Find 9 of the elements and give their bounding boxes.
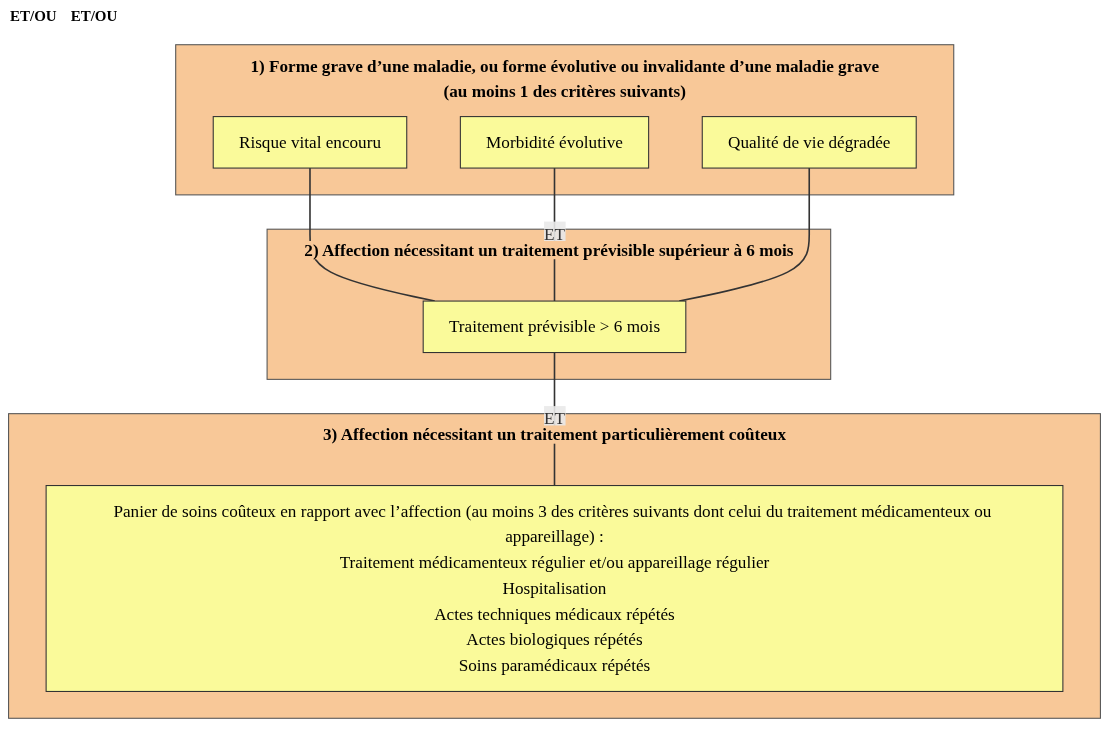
node-box: Morbidité évolutive — [459, 116, 650, 169]
node-box: Panier de soins coûteux en rapport avec l’affection (au moins 3 des critères suivants dont celui du traitement médicamenteux ou appareillage) : Traitement médicamenteux régulier et/ou appareillage régulier Hospitalisation Actes techniques médicaux répétés Actes biologiques répétés Soins paramédicaux répétés — [45, 485, 1064, 692]
edge-label: ET — [544, 409, 565, 428]
connector-text: ET/OU — [10, 8, 57, 25]
node-box: Qualité de vie dégradée — [701, 116, 917, 169]
node-box: Risque vital encouru — [212, 116, 408, 169]
node-box: Traitement prévisible > 6 mois — [422, 300, 687, 354]
connector-text: ET/OU — [70, 8, 118, 25]
edge-label: ET — [544, 224, 565, 244]
